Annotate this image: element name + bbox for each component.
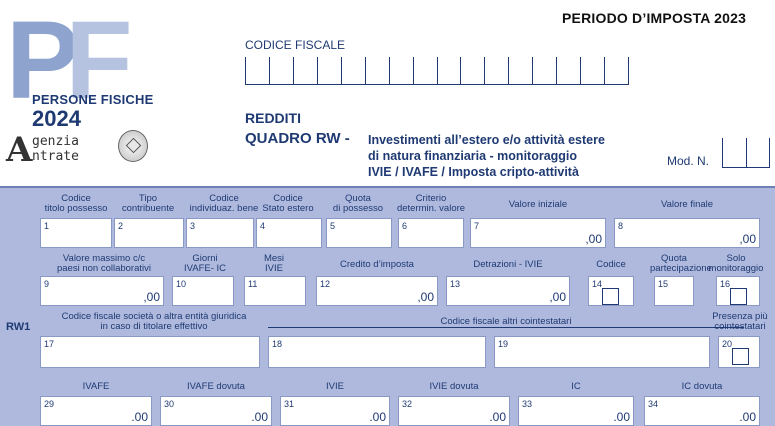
quadro-title: QUADRO RW - bbox=[245, 130, 350, 147]
periodo-imposta: PERIODO D’IMPOSTA 2023 bbox=[562, 10, 747, 26]
field-7-input[interactable]: 7,00 bbox=[470, 218, 606, 248]
section-title: REDDITI bbox=[245, 110, 301, 126]
field-12-caption: Credito d’imposta bbox=[340, 259, 414, 270]
field-13-input[interactable]: 13,00 bbox=[446, 276, 570, 306]
codice-fiscale-input[interactable] bbox=[245, 57, 629, 85]
republic-seal-icon bbox=[118, 130, 148, 162]
field-12-input[interactable]: 12,00 bbox=[316, 276, 438, 306]
field-29-caption: IVAFE bbox=[82, 381, 110, 392]
field-6-input[interactable]: 6 bbox=[398, 218, 464, 248]
quadro-description: Investimenti all’estero e/o attività est… bbox=[368, 132, 605, 180]
field-3-input[interactable]: 3 bbox=[186, 218, 254, 248]
field-13-caption: Detrazioni - IVIE bbox=[473, 259, 543, 270]
field-7-caption: Valore iniziale bbox=[508, 199, 568, 210]
field-8-caption: Valore finale bbox=[660, 199, 714, 210]
field-20-checkbox[interactable] bbox=[732, 348, 749, 365]
field-15-input[interactable]: 15 bbox=[654, 276, 694, 306]
field-33-input[interactable]: 33.00 bbox=[518, 396, 634, 426]
quadro-description-line: di natura finanziaria - monitoraggio bbox=[368, 149, 578, 163]
field-31-caption: IVIE bbox=[326, 381, 344, 392]
codice-fiscale-label: CODICE FISCALE bbox=[245, 38, 346, 52]
field-8-input[interactable]: 8,00 bbox=[614, 218, 760, 248]
field-19-input[interactable]: 19 bbox=[494, 336, 710, 368]
field-5-input[interactable]: 5 bbox=[326, 218, 392, 248]
row-label: RW1 bbox=[6, 321, 31, 333]
field-2-input[interactable]: 2 bbox=[114, 218, 184, 248]
logo-year: 2024 bbox=[32, 106, 81, 131]
field-4-input[interactable]: 4 bbox=[256, 218, 322, 248]
mod-n-label: Mod. N. bbox=[667, 154, 710, 168]
field-17-input[interactable]: 17 bbox=[40, 336, 260, 368]
cointestatari-divider bbox=[268, 327, 744, 328]
field-34-caption: IC dovuta bbox=[681, 381, 723, 392]
field-17-caption: Codice fiscale società o altra entità gi… bbox=[61, 311, 247, 332]
field-14-checkbox[interactable] bbox=[602, 288, 619, 305]
cointestatari-caption: Codice fiscale altri cointestatari bbox=[268, 316, 744, 327]
field-16-checkbox[interactable] bbox=[730, 288, 747, 305]
field-34-input[interactable]: 34.00 bbox=[644, 396, 760, 426]
field-31-input[interactable]: 31.00 bbox=[280, 396, 390, 426]
field-29-input[interactable]: 29.00 bbox=[40, 396, 152, 426]
agenzia-mark: A bbox=[6, 130, 33, 170]
field-11-input[interactable]: 11 bbox=[244, 276, 306, 306]
logo-persone-fisiche: PERSONE FISICHE bbox=[32, 92, 154, 107]
field-1-input[interactable]: 1 bbox=[40, 218, 112, 248]
field-30-caption: IVAFE dovuta bbox=[187, 381, 245, 392]
field-32-input[interactable]: 32.00 bbox=[398, 396, 510, 426]
quadro-description-line: IVIE / IVAFE / Imposta cripto-attività bbox=[368, 165, 579, 179]
agenzia-entrate-logo: A genzia ntrate bbox=[6, 132, 118, 168]
field-32-caption: IVIE dovuta bbox=[429, 381, 479, 392]
field-9-input[interactable]: 9,00 bbox=[40, 276, 164, 306]
mod-n-input[interactable] bbox=[722, 138, 770, 168]
quadro-description-line: Investimenti all’estero e/o attività est… bbox=[368, 133, 605, 147]
agenzia-line2: ntrate bbox=[32, 149, 79, 164]
field-30-input[interactable]: 30.00 bbox=[160, 396, 272, 426]
field-18-input[interactable]: 18 bbox=[268, 336, 486, 368]
pf-logo: PF PERSONE FISICHE 2024 bbox=[6, 6, 156, 132]
field-33-caption: IC bbox=[571, 381, 581, 392]
field-10-input[interactable]: 10 bbox=[172, 276, 234, 306]
agenzia-line1: genzia bbox=[32, 134, 79, 149]
field-14-caption: Codice bbox=[596, 259, 626, 270]
